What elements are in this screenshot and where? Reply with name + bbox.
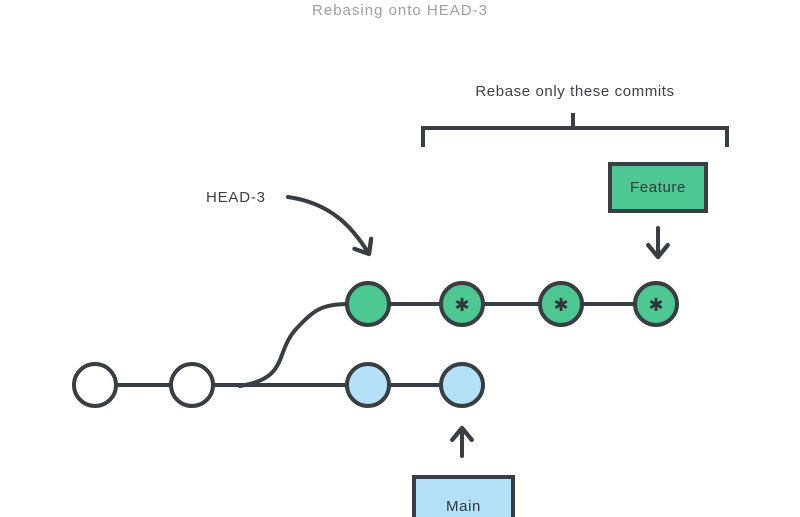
rebase-scope-label: Rebase only these commits (475, 83, 675, 100)
head-pointer-label: HEAD-3 (206, 189, 266, 206)
branch-curve (238, 302, 350, 388)
feature-commit-rebase-1 (439, 281, 485, 327)
main-commit-1 (345, 362, 391, 408)
feature-branch-box: Feature (608, 162, 708, 213)
ancestor-commit-2 (169, 362, 215, 408)
main-commit-2 (439, 362, 485, 408)
feature-branch-label: Feature (630, 179, 686, 196)
rebase-commit-symbol: ✱ (648, 295, 663, 315)
feature-commit-rebase-2 (538, 281, 584, 327)
feature-commit-rebase-3 (633, 281, 679, 327)
feature-commit-head3 (345, 281, 391, 327)
rebase-scope-bracket (421, 126, 729, 147)
ancestor-commit-1 (72, 362, 118, 408)
diagram-title: Rebasing onto HEAD-3 (312, 2, 488, 19)
main-branch-label: Main (446, 497, 481, 515)
rebase-commit-symbol: ✱ (454, 295, 469, 315)
main-branch-box: Main (412, 475, 515, 517)
rebase-commit-symbol: ✱ (553, 295, 568, 315)
head-pointer-arrow (286, 195, 374, 257)
